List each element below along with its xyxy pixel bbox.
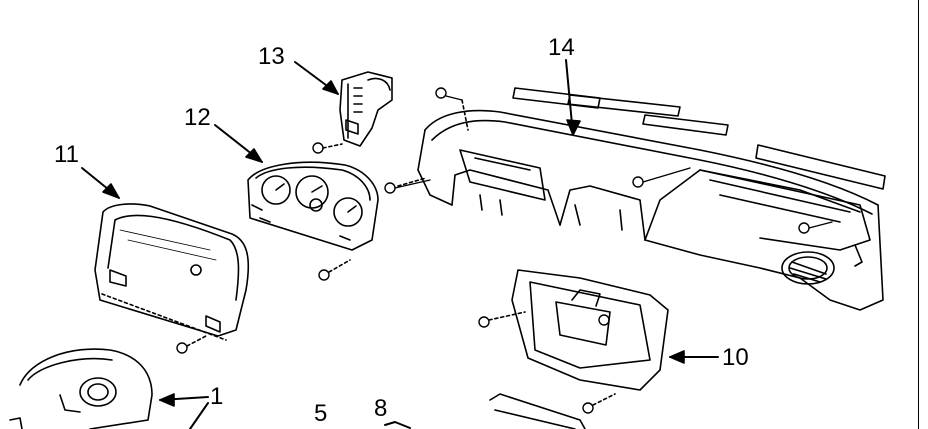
callout-label-11: 11	[54, 141, 79, 168]
callout-label-5: 5	[314, 400, 328, 427]
part-10-center-panel	[478, 269, 719, 414]
part-12-gauge-cluster	[214, 124, 379, 281]
part-13-bezel	[294, 61, 393, 154]
lower-partial-parts	[9, 393, 586, 429]
callout-label-1: 1	[210, 383, 224, 410]
callout-label-10: 10	[722, 344, 749, 371]
callout-label-13: 13	[258, 43, 285, 70]
part-11-cluster-bezel	[81, 167, 250, 354]
callout-label-12: 12	[184, 104, 211, 131]
callout-label-14: 14	[548, 34, 575, 61]
callout-label-8: 8	[374, 395, 388, 422]
part-14-dashboard	[384, 59, 886, 311]
part-1-column-cover	[19, 348, 209, 429]
page-edge-line	[918, 0, 919, 429]
